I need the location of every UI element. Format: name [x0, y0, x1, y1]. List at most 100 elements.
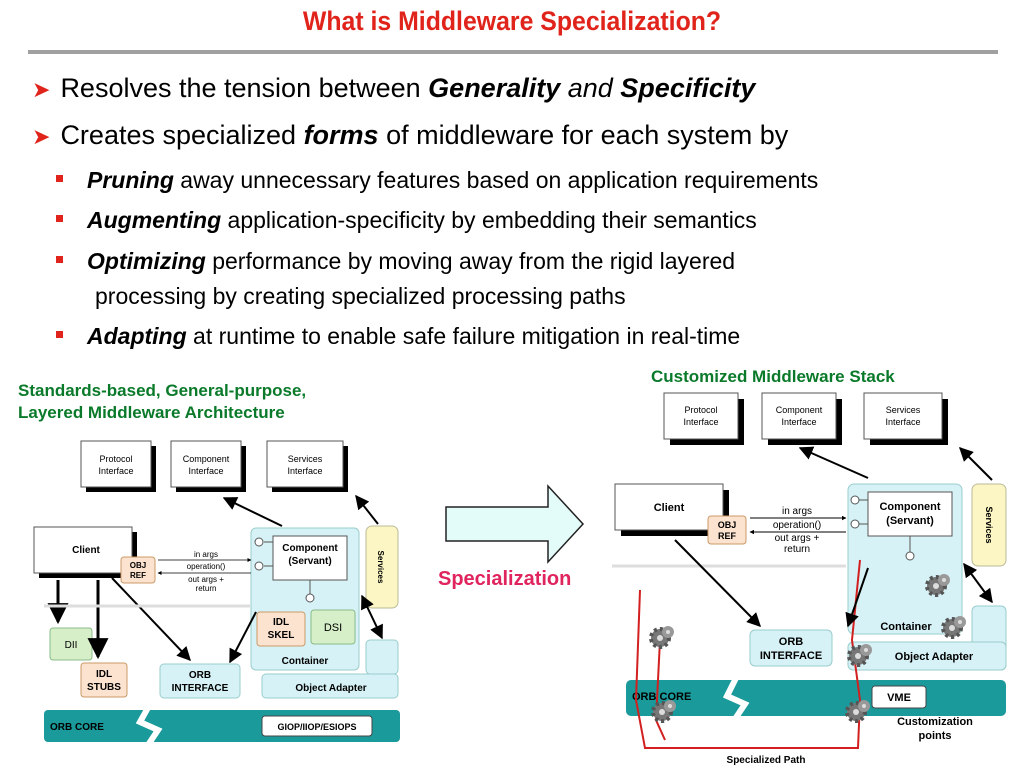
container-label: Container [880, 621, 932, 633]
subbullet-optimizing-cont: processing by creating specialized proce… [95, 283, 626, 309]
bullet-emphasis: forms [303, 120, 379, 150]
subbullet-term: Adapting [87, 323, 187, 349]
container-adapter-arrow [361, 594, 383, 640]
servant-label: Component [282, 543, 338, 554]
caption-line: Standards-based, General-purpose, [18, 381, 307, 400]
orb-interface-label: INTERFACE [760, 650, 822, 662]
port-icon [254, 561, 264, 571]
client-box [614, 483, 724, 531]
gear-icon [925, 574, 950, 597]
left-diagram-caption: Standards-based, General-purpose, Layere… [18, 380, 306, 424]
component-interface-label: Interface [188, 466, 223, 476]
protocol-interface-label: Protocol [99, 454, 132, 464]
idl-stubs-label: STUBS [87, 682, 121, 693]
bullet-text: Creates specialized [60, 120, 304, 150]
idl-stubs-box [80, 662, 128, 698]
invocation-label: return [196, 584, 217, 593]
subbullet-pruning: Pruning away unnecessary features based … [56, 165, 818, 195]
protocol-interface-label: Protocol [684, 405, 717, 415]
component-interface-box [170, 440, 242, 488]
invocation-label: operation() [773, 520, 821, 531]
obj-ref-label: REF [718, 531, 737, 541]
giop-label: GIOP/IIOP/ESIOPS [277, 722, 356, 732]
idl-skel-label: SKEL [268, 630, 295, 641]
obj-ref-label: OBJ [718, 520, 737, 530]
port-icon [305, 593, 315, 603]
obj-ref-box [707, 515, 747, 545]
protocol-interface-box [663, 392, 739, 440]
specialized-path-line [634, 559, 862, 749]
dii-label: DII [65, 640, 78, 651]
core-break [722, 672, 750, 724]
client-label: Client [654, 502, 685, 514]
services-interface-label: Services [288, 454, 323, 464]
services-interface-label: Services [886, 405, 921, 415]
invocation-label: out args + [775, 533, 820, 544]
services-label: Services [376, 551, 385, 584]
services-interface-box [266, 440, 344, 488]
port-icon [905, 551, 915, 561]
square-bullet-icon [56, 175, 63, 183]
bullet-text: and [560, 73, 621, 103]
square-bullet-icon [56, 256, 63, 264]
orb-core-label: ORB CORE [632, 691, 691, 703]
subbullet-augmenting: Augmenting application-specificity by em… [56, 205, 757, 235]
dsi-label: DSI [324, 622, 342, 634]
services-interface-label: Interface [287, 466, 322, 476]
skel-orb-arrow [229, 611, 257, 664]
invocation-label: in args [782, 506, 812, 517]
servant-label: Component [879, 501, 940, 513]
subbullet-text: away unnecessary features based on appli… [173, 167, 819, 193]
bullet-emphasis: Generality [428, 73, 561, 103]
protocol-interface-label: Interface [98, 466, 133, 476]
idl-skel-box [256, 611, 306, 647]
giop-box [261, 715, 373, 737]
component-interface-label: Interface [781, 417, 816, 427]
subbullet-optimizing: Optimizing performance by moving away fr… [56, 246, 735, 276]
customization-points-label: points [919, 730, 952, 742]
square-bullet-icon [56, 331, 63, 339]
vme-box [871, 685, 927, 709]
bullet-2: ➤Creates specialized forms of middleware… [32, 119, 788, 153]
dsi-box [310, 609, 356, 645]
services-interface-label: Interface [885, 417, 920, 427]
arrow-bullet-icon: ➤ [32, 77, 51, 102]
services-interface-box [863, 392, 943, 440]
component-interface-arrow [222, 497, 283, 527]
protocol-interface-box [80, 440, 152, 488]
bullet-emphasis: Specificity [620, 73, 756, 103]
orb-interface-label: ORB [779, 636, 804, 648]
caption-line: Layered Middleware Architecture [18, 403, 285, 422]
slide-title: What is Middleware Specialization? [302, 6, 722, 36]
bullet-1: ➤Resolves the tension between Generality… [32, 72, 755, 106]
subbullet-text: performance by moving away from the rigi… [205, 248, 736, 274]
services-interface-arrow [959, 447, 993, 481]
object-adapter-box [261, 673, 399, 699]
object-adapter-tab [365, 639, 399, 675]
specialized-path-label: Specialized Path [727, 755, 806, 766]
subbullet-term: Pruning [87, 167, 174, 193]
client-box [33, 526, 133, 574]
obj-ref-box [120, 556, 156, 584]
right-diagram-caption: Customized Middleware Stack [651, 367, 895, 386]
subbullet-text: at runtime to enable safe failure mitiga… [186, 323, 741, 349]
orb-interface-label: ORB [189, 670, 211, 681]
subbullet-term: Optimizing [87, 248, 206, 274]
servant-label: (Servant) [288, 556, 331, 567]
invocation-label: out args + [188, 575, 224, 584]
invocation-label: return [784, 544, 810, 555]
specialization-label: Specialization [438, 568, 572, 590]
arrow-shape [445, 484, 585, 564]
component-interface-arrow [798, 446, 869, 479]
gear-icon [941, 616, 966, 639]
container-label: Container [282, 656, 329, 667]
client-label: Client [72, 545, 100, 556]
title-divider [28, 50, 998, 54]
component-interface-box [761, 392, 837, 440]
orb-interface-box [159, 663, 241, 699]
client-orb-arrow [111, 577, 191, 662]
servant-label: (Servant) [886, 515, 934, 527]
vme-label: VME [887, 692, 911, 704]
servant-box [272, 535, 348, 581]
idl-stubs-label: IDL [96, 669, 112, 680]
